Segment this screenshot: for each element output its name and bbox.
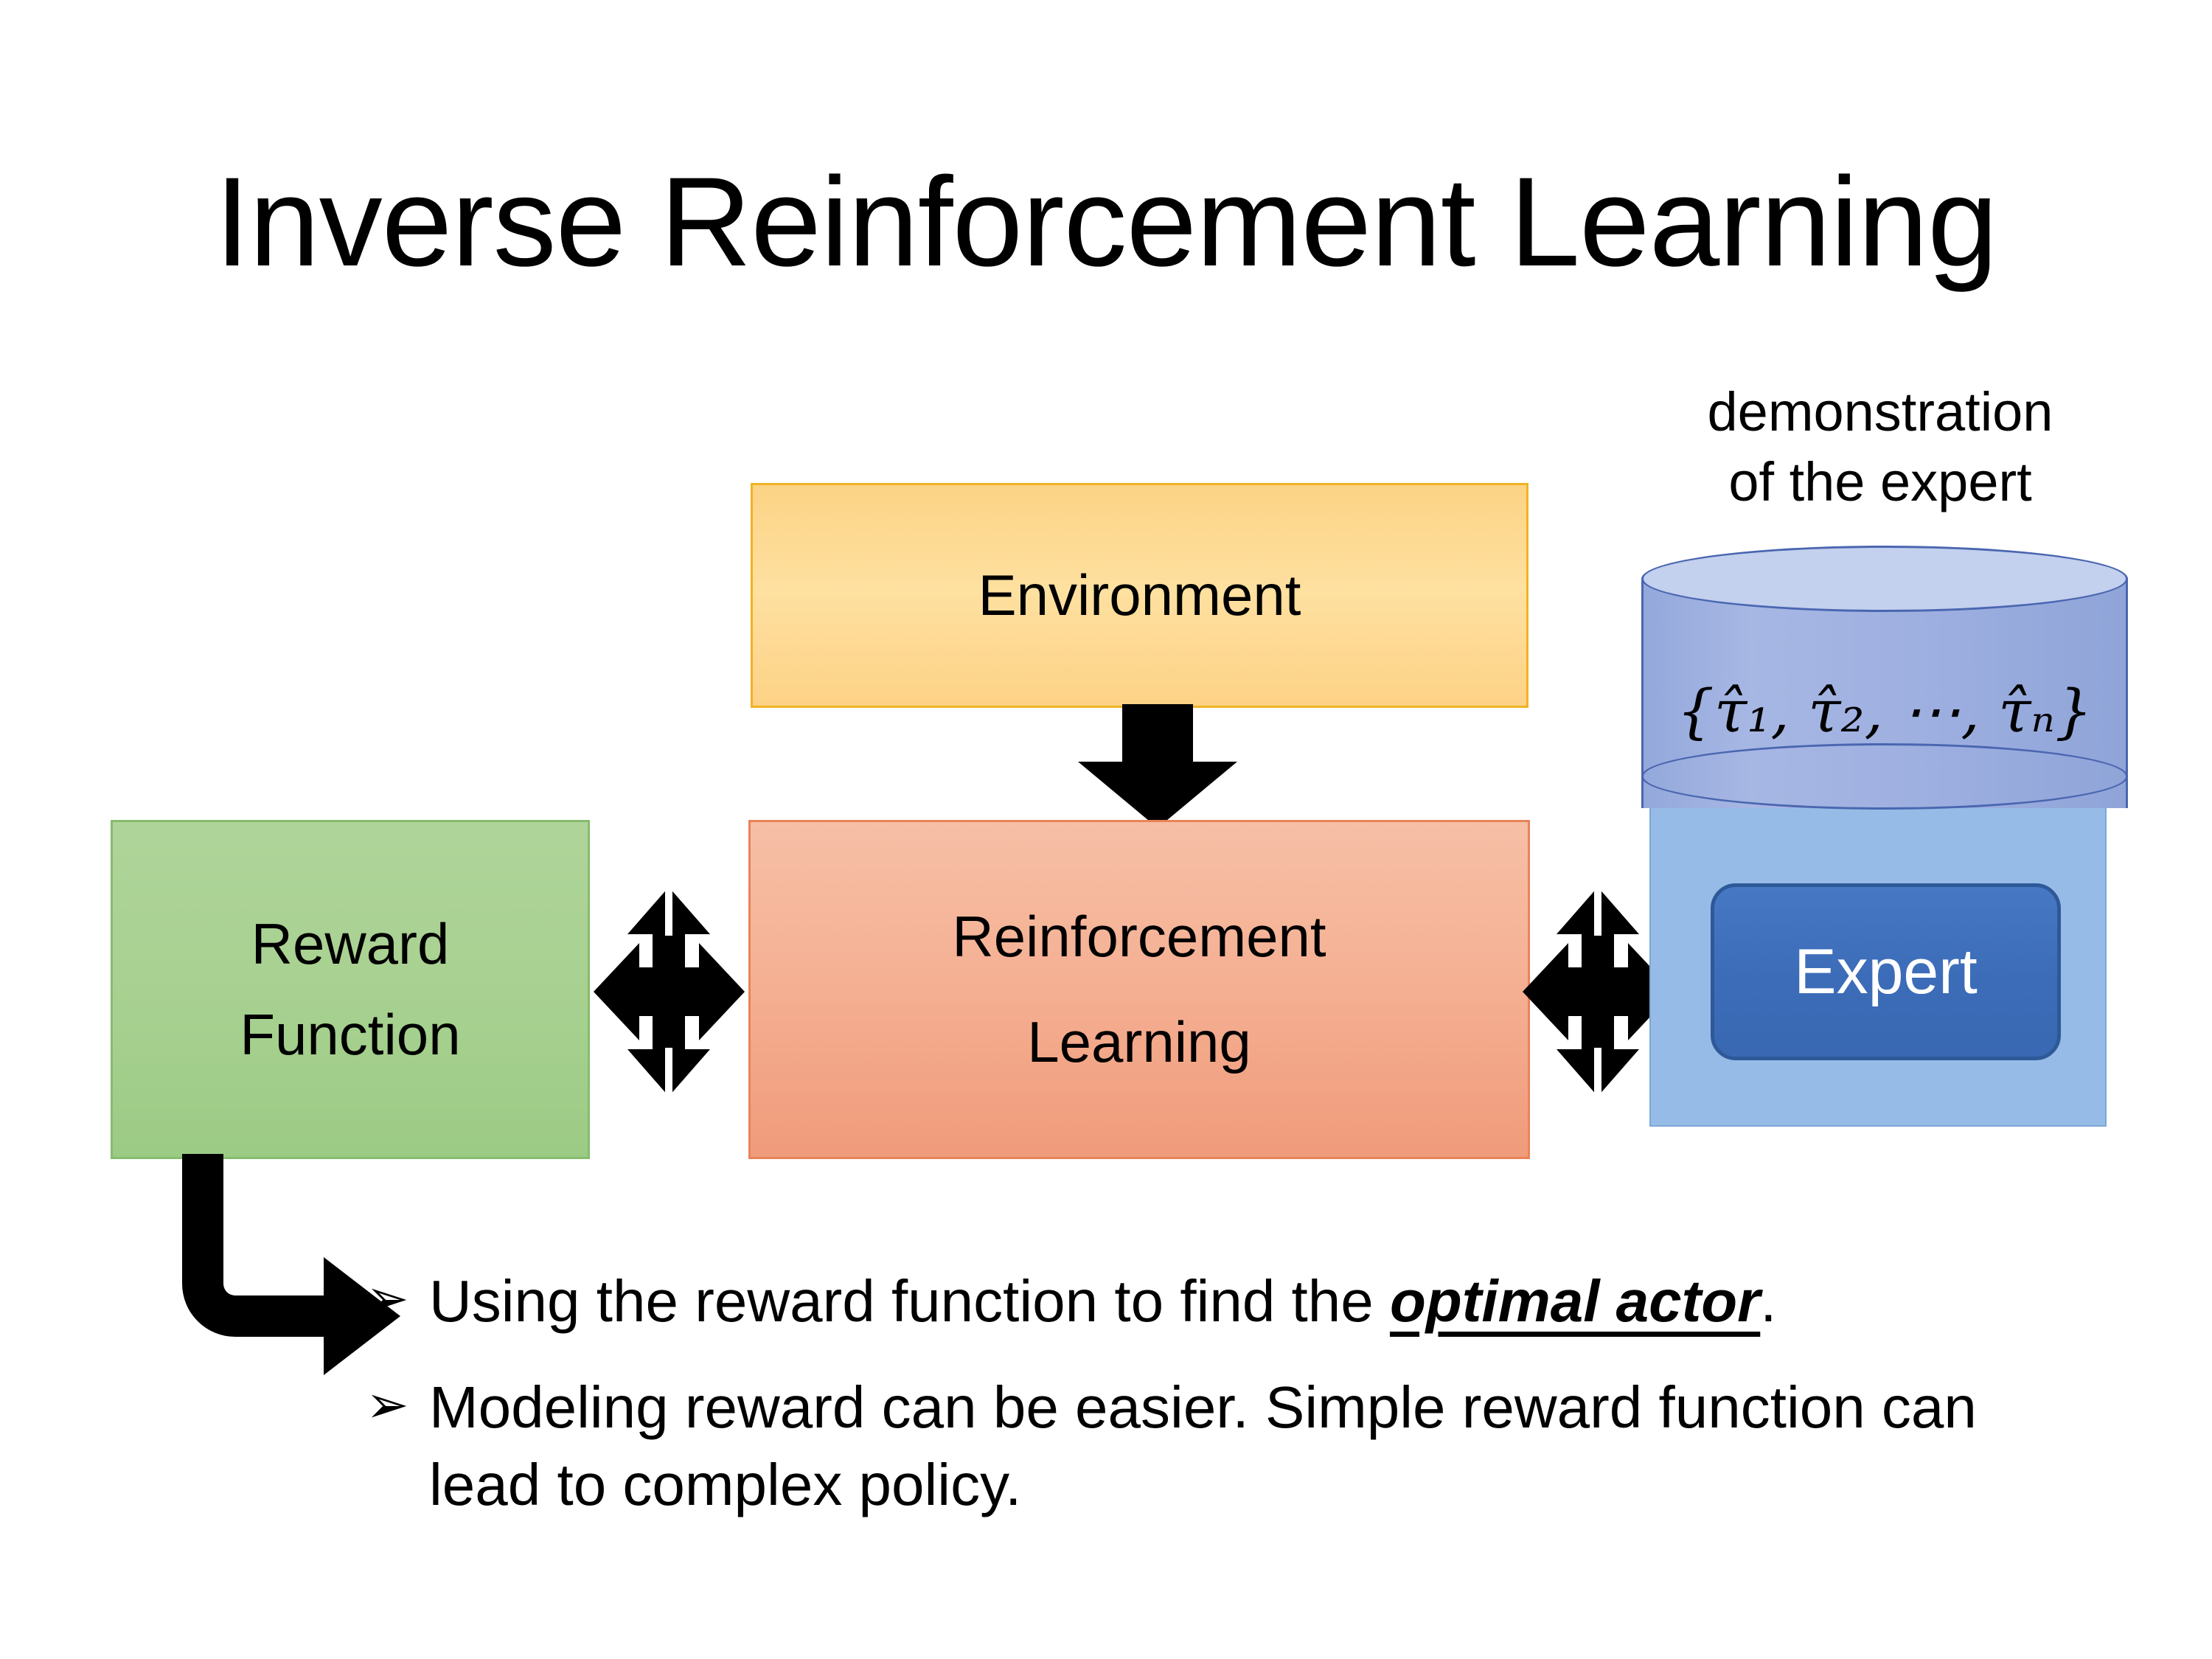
reward-function-label-line2: Function: [240, 1002, 461, 1067]
bullet-1-prefix: Using the reward function to find the: [429, 1268, 1390, 1334]
bullet-arrow-icon: ➢: [366, 1375, 409, 1433]
bullet-2-text: Modeling reward can be easier. Simple re…: [429, 1374, 1977, 1518]
reinforcement-learning-box[interactable]: Reinforcement Learning: [748, 820, 1530, 1159]
bullet-1-text: Using the reward function to find the op…: [429, 1262, 2062, 1340]
demonstration-caption-line2: of the expert: [1728, 451, 2032, 512]
notes-list: ➢ Using the reward function to find the …: [366, 1262, 2062, 1552]
expert-label: Expert: [1794, 936, 1978, 1007]
demonstration-cylinder: {τ̂₁, τ̂₂, ⋯, τ̂ₙ}: [1641, 546, 2128, 841]
list-item: ➢ Using the reward function to find the …: [366, 1262, 2062, 1340]
bullet-1-emphasis: optimal actor: [1389, 1268, 1761, 1334]
list-item: ➢ Modeling reward can be easier. Simple …: [366, 1368, 2062, 1524]
reward-function-label-line1: Reward: [251, 911, 450, 976]
demonstration-caption: demonstration of the expert: [1644, 378, 2116, 517]
demonstration-dataset-label: {τ̂₁, τ̂₂, ⋯, τ̂ₙ}: [1677, 677, 2093, 745]
cylinder-top-ellipse: [1641, 546, 2128, 612]
environment-to-rl-arrow: [1078, 704, 1237, 828]
environment-label: Environment: [978, 562, 1301, 627]
bullet-arrow-icon: ➢: [366, 1270, 409, 1327]
reward-function-box[interactable]: Reward Function: [111, 820, 590, 1159]
cylinder-bottom-ellipse: [1641, 743, 2128, 810]
environment-box[interactable]: Environment: [751, 483, 1528, 708]
reward-to-bullet-elbow-arrow: [182, 1154, 400, 1375]
rl-expert-arrow: [1523, 887, 1674, 1096]
expert-button[interactable]: Expert: [1711, 883, 2061, 1060]
demonstration-caption-line1: demonstration: [1707, 381, 2053, 442]
rl-label-line2: Learning: [1027, 1009, 1251, 1074]
bullet-1-suffix: .: [1760, 1268, 1777, 1334]
rl-label-line1: Reinforcement: [952, 903, 1326, 969]
page-title: Inverse Reinforcement Learning: [215, 151, 1998, 293]
reward-rl-arrow: [594, 887, 745, 1096]
